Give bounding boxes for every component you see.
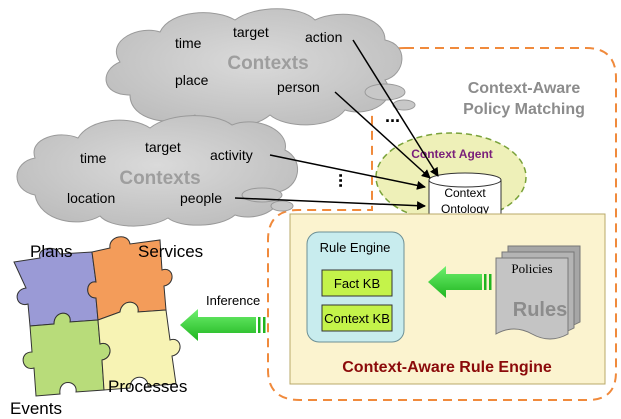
top-cloud-word-place: place [175, 72, 209, 88]
bottom-cloud-title: Contexts [119, 168, 200, 189]
puzzle-label-plans: Plans [30, 242, 73, 261]
top-cloud-title: Contexts [227, 53, 308, 74]
arrow-action-to-ontology [352, 39, 439, 177]
bottom-ellipsis: ... [326, 173, 346, 188]
top-ellipsis: ... [385, 106, 400, 126]
puzzle-pieces: Plans Services Processes Events [10, 236, 203, 418]
policies-to-rule-engine-arrow [428, 266, 492, 298]
top-cloud-word-action: action [305, 29, 342, 45]
policy-matching-title-line1: Context-Aware [468, 80, 581, 97]
policies-rules-documents: Policies Rules [495, 245, 581, 340]
top-contexts-cloud: Contexts time target action place person [105, 8, 416, 128]
top-cloud-word-person: person [277, 79, 320, 95]
bottom-cloud-word-activity: activity [210, 147, 253, 163]
rule-engine-title: Rule Engine [320, 240, 391, 255]
arrow-activity-to-ontology [269, 154, 426, 190]
fact-kb-box [321, 269, 393, 297]
context-ontology-line2: Ontology [441, 202, 489, 216]
context-aware-rule-engine-label: Context-Aware Rule Engine [342, 359, 552, 376]
context-agent-label: Context Agent [411, 147, 493, 161]
context-kb-box [321, 304, 393, 332]
puzzle-piece-processes [97, 301, 181, 391]
context-ontology-line1: Context [444, 186, 486, 200]
bottom-cloud-word-time: time [80, 150, 107, 166]
policy-matching-title-line2: Policy Matching [463, 101, 585, 118]
arrow-people-to-ontology [234, 197, 426, 211]
rules-label: Rules [513, 299, 567, 321]
arrow-person-to-ontology [334, 91, 431, 179]
policies-label: Policies [511, 261, 552, 276]
bottom-cloud-word-location: location [67, 190, 115, 206]
bottom-cloud-shape [16, 115, 299, 227]
puzzle-label-events: Events [10, 399, 62, 418]
inference-label: Inference [206, 293, 260, 308]
bottom-cloud-puff-small [270, 200, 294, 212]
puzzle-label-services: Services [138, 242, 203, 261]
puzzle-piece-events [22, 312, 111, 397]
top-cloud-word-target: target [233, 24, 269, 40]
fact-kb-label: Fact KB [334, 276, 380, 291]
bottom-cloud-word-target: target [145, 139, 181, 155]
bottom-cloud-word-people: people [180, 190, 222, 206]
puzzle-label-processes: Processes [108, 377, 187, 396]
inference-arrow [180, 309, 266, 341]
top-cloud-word-time: time [175, 35, 202, 51]
context-kb-label: Context KB [324, 311, 390, 326]
bottom-contexts-cloud: Contexts time target activity location p… [16, 115, 299, 227]
